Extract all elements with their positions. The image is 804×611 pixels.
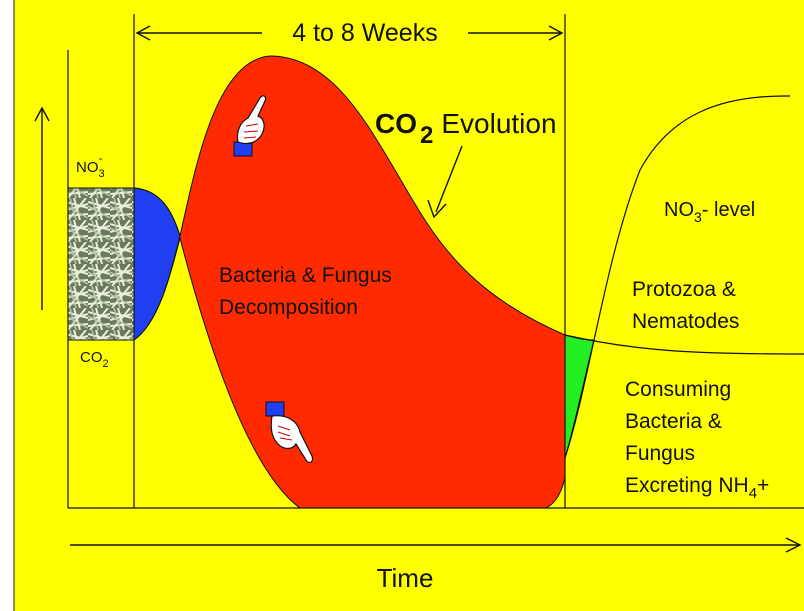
protozoa-label-line2: Nematodes — [632, 310, 739, 333]
nitrate-bulge — [133, 187, 181, 341]
decomposition-area — [133, 55, 566, 509]
co2-decline-curve — [564, 334, 804, 355]
consuming-label-line1: Consuming — [625, 378, 731, 401]
duration-label: 4 to 8 Weeks — [292, 19, 437, 47]
duration-arrowhead-left — [135, 25, 151, 41]
co2-left-label: CO2 — [80, 349, 109, 370]
consuming-label-line3: Fungus — [625, 442, 695, 465]
no3-left-label: NO3- — [76, 151, 105, 180]
no3-rise-curve — [564, 95, 791, 459]
protozoa-label-line1: Protozoa & — [632, 278, 736, 301]
co2-evolution-pointer — [435, 145, 463, 213]
duration-arrowhead-right — [548, 25, 564, 41]
crop-residue-photo — [67, 187, 135, 341]
consuming-label-line2: Bacteria & — [625, 410, 722, 433]
pointing-hand-icon — [233, 95, 267, 157]
time-axis-arrowhead — [785, 537, 802, 553]
bacteria-label-line2: Decomposition — [219, 296, 358, 319]
pointing-hand-icon — [265, 401, 314, 464]
consuming-label-line4: Excreting NH4+ — [625, 474, 769, 502]
bacteria-label-line1: Bacteria & Fungus — [219, 264, 392, 287]
no3-level-label: NO3- level — [664, 199, 755, 225]
co2-evolution-pointer-head — [427, 199, 447, 219]
time-label: Time — [377, 563, 434, 593]
vertical-axis-arrowhead — [34, 106, 50, 122]
